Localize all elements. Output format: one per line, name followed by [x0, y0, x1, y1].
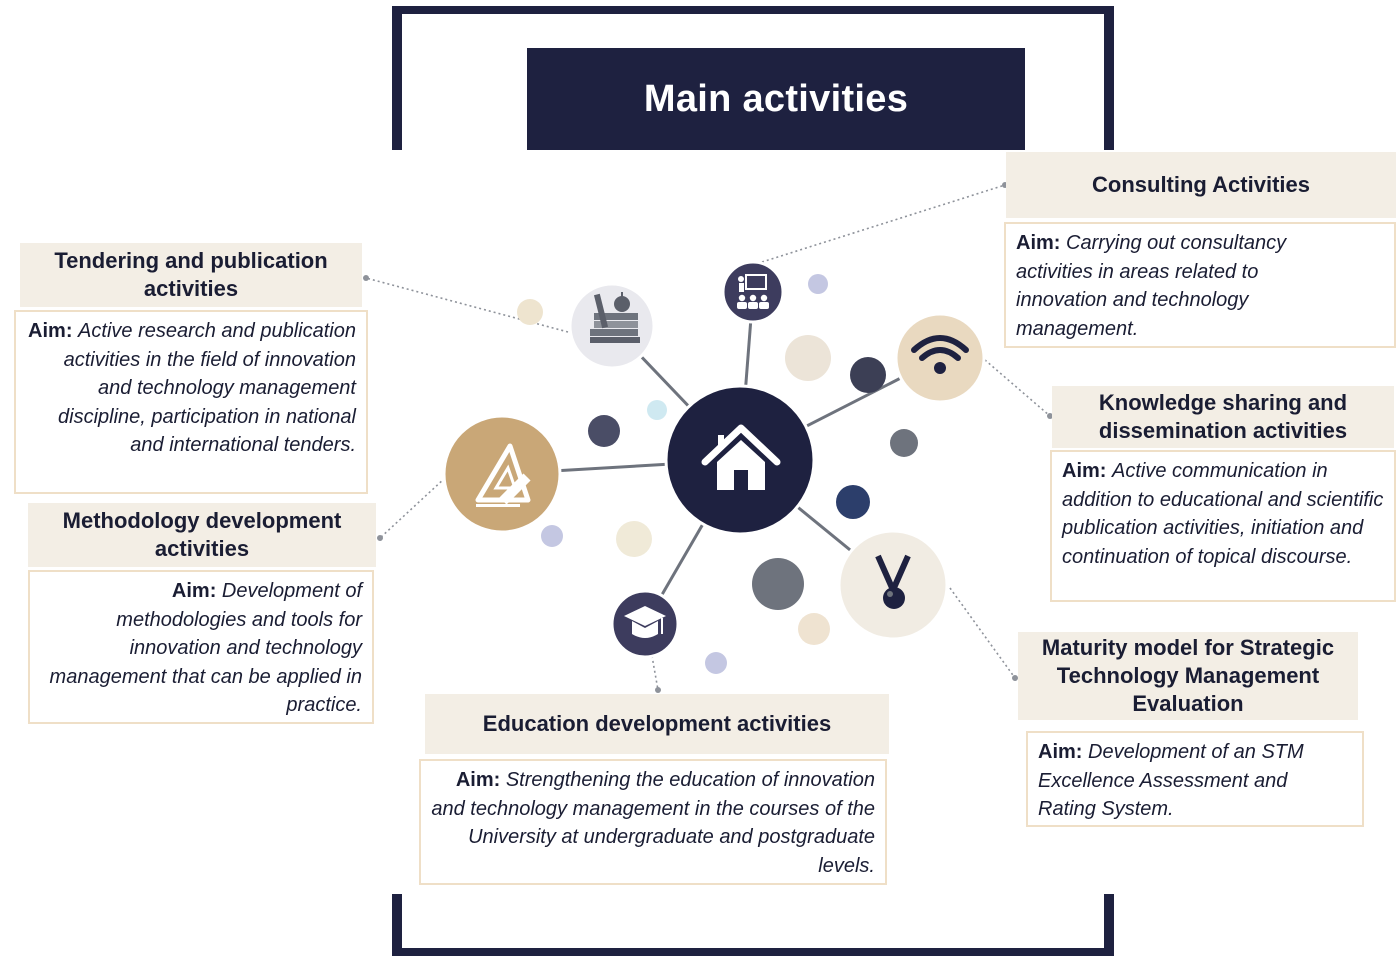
aim-text: Carrying out consultancy activities in a…: [1016, 232, 1287, 340]
consulting-aim-box: Aim: Carrying out consultancy activities…: [1004, 222, 1396, 348]
medal-icon: [837, 529, 949, 641]
connector-end-dots: [363, 182, 1053, 693]
aim-separator: :: [493, 769, 506, 791]
aim-text: Active communication in addition to educ…: [1062, 460, 1384, 568]
consulting-heading: Consulting Activities: [1006, 152, 1396, 218]
page-title: Main activities: [527, 48, 1025, 150]
knowledge-aim-box: Aim: Active communication in addition to…: [1050, 450, 1396, 602]
frame: [392, 6, 1114, 956]
aim-label: Aim: [1038, 741, 1076, 763]
aim-separator: :: [65, 320, 79, 342]
aim-label: Aim:: [1062, 460, 1107, 482]
decorative-bubbles: [517, 274, 918, 674]
aim-text: Development of an STM Excellence Assessm…: [1038, 741, 1304, 820]
aim-text: Active research and publication activiti…: [58, 320, 356, 456]
methodology-heading: Methodology development activities: [28, 503, 376, 567]
graduation-cap-icon: [610, 589, 680, 659]
aim-text: Strengthening the education of innovatio…: [431, 769, 875, 877]
education-heading: Education development activities: [425, 694, 889, 754]
knowledge-heading: Knowledge sharing and dissemination acti…: [1052, 386, 1394, 448]
aim-label: Aim: [455, 769, 494, 791]
aim-label: Aim: [28, 320, 66, 342]
presentation-icon: [721, 260, 785, 324]
tendering-aim-box: Aim: Active research and publication act…: [14, 310, 368, 494]
education-aim-box: Aim: Strengthening the education of inno…: [419, 759, 887, 885]
wifi-icon: [894, 312, 986, 404]
books-apple-icon: [568, 282, 656, 370]
aim-label: Aim:: [171, 580, 217, 602]
aim-label: Aim: [1016, 232, 1054, 254]
aim-separator: :: [1075, 741, 1089, 763]
maturity-heading: Maturity model for Strategic Technology …: [1018, 632, 1358, 720]
tendering-heading: Tendering and publication activities: [20, 243, 362, 307]
maturity-aim-box: Aim: Development of an STM Excellence As…: [1026, 731, 1364, 827]
home-icon: [664, 384, 816, 536]
dotted-connectors: [365, 184, 1051, 691]
methodology-aim-box: Aim: Development of methodologies and to…: [28, 570, 374, 724]
aim-separator: :: [1053, 232, 1067, 254]
set-square-pencil-icon: [442, 414, 562, 534]
aim-text: Development of methodologies and tools f…: [49, 580, 362, 716]
